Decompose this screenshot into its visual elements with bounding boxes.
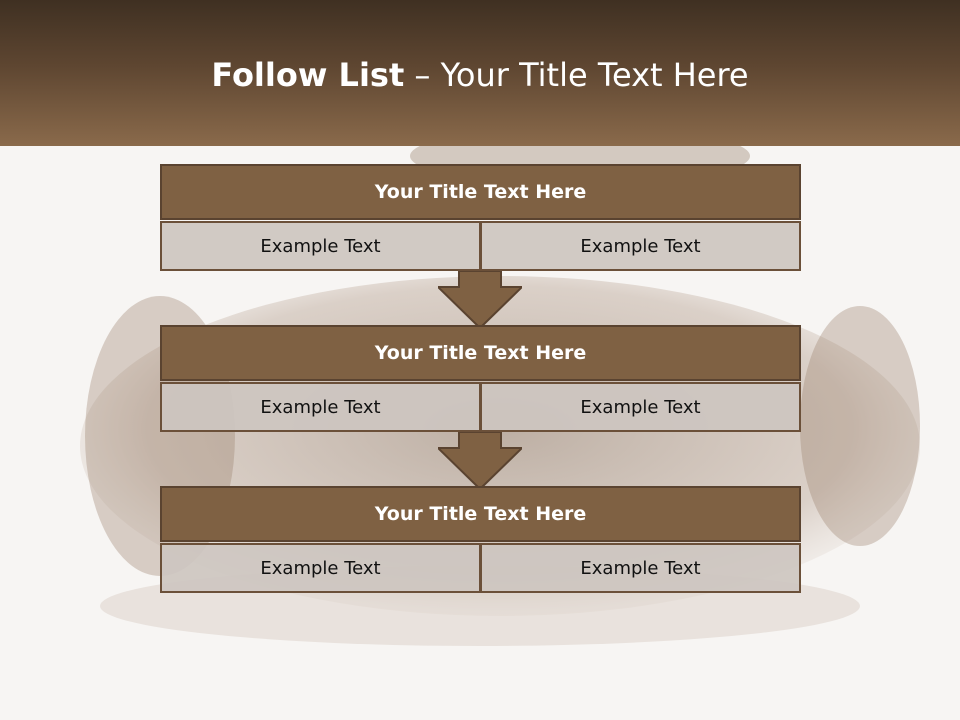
flow-block-row: Example Text Example Text bbox=[160, 543, 801, 593]
flow-block-title: Your Title Text Here bbox=[160, 164, 801, 220]
flow-block-cell-left: Example Text bbox=[160, 382, 481, 432]
flow-block-2: Your Title Text Here Example Text Exampl… bbox=[160, 325, 801, 432]
flow-block-1: Your Title Text Here Example Text Exampl… bbox=[160, 164, 801, 271]
slide-title-bold: Follow List bbox=[211, 56, 405, 94]
down-arrow-icon bbox=[438, 432, 522, 490]
flow-block-title: Your Title Text Here bbox=[160, 486, 801, 542]
flow-block-3: Your Title Text Here Example Text Exampl… bbox=[160, 486, 801, 593]
slide-title: Follow List – Your Title Text Here bbox=[0, 56, 960, 94]
down-arrow-icon bbox=[438, 271, 522, 329]
slide-title-rest: – Your Title Text Here bbox=[404, 56, 749, 94]
flow-block-cell-right: Example Text bbox=[481, 221, 801, 271]
flow-block-title: Your Title Text Here bbox=[160, 325, 801, 381]
flow-block-cell-left: Example Text bbox=[160, 221, 481, 271]
flow-block-cell-left: Example Text bbox=[160, 543, 481, 593]
flow-block-row: Example Text Example Text bbox=[160, 382, 801, 432]
flow-block-row: Example Text Example Text bbox=[160, 221, 801, 271]
flow-block-cell-right: Example Text bbox=[481, 543, 801, 593]
slide-header: Follow List – Your Title Text Here bbox=[0, 0, 960, 146]
flow-block-cell-right: Example Text bbox=[481, 382, 801, 432]
